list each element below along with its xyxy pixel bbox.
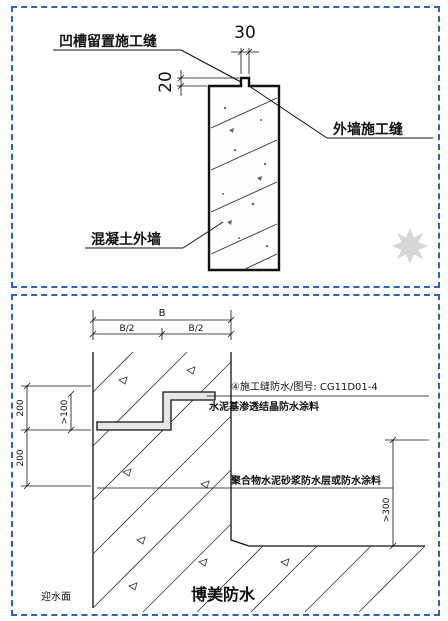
label-reference: ④施工缝防水/图号: CG11D01-4 xyxy=(231,380,378,393)
brand-text: 博美防水 xyxy=(191,585,256,604)
dim-width-text: 30 xyxy=(234,23,256,43)
wall-hatch xyxy=(210,97,278,271)
label-crystalline: 水泥基渗透结晶防水涂料 xyxy=(208,400,319,413)
label-water-face: 迎水面 xyxy=(41,591,71,603)
label-polymer: 聚合物水泥砂浆防水层或防水涂料 xyxy=(230,474,381,487)
dim-left-line xyxy=(21,382,91,490)
groove-joint-diagram: 30 20 凹槽留置施工缝 外墙施工缝 混凝土外墙 xyxy=(53,23,433,272)
label-concrete-wall: 混凝土外墙 xyxy=(91,231,161,248)
groove-depth-dimension xyxy=(177,70,239,96)
dim-depth-text: 20 xyxy=(156,71,176,93)
watermark-logo xyxy=(392,228,428,264)
label-outer-joint: 外墙施工缝 xyxy=(333,121,403,138)
bottom-panel: B B/2 B/2 xyxy=(11,294,440,616)
dim-200-bottom-text: 200 xyxy=(16,449,26,466)
concrete-wall xyxy=(207,76,281,272)
groove-width-dimension xyxy=(231,48,259,74)
leader-outer-joint-diag xyxy=(248,85,328,139)
leader-groove-diag xyxy=(180,49,242,83)
dim-b-line xyxy=(89,310,235,340)
dim-gt300-text: >300 xyxy=(382,497,392,522)
dim-b-half-left: B/2 xyxy=(120,324,135,334)
dim-right-line xyxy=(385,436,429,550)
top-panel: 30 20 凹槽留置施工缝 外墙施工缝 混凝土外墙 xyxy=(11,6,440,288)
aggregate-triangles xyxy=(118,366,290,591)
aggregate-marks xyxy=(222,106,269,248)
dim-200-top-text: 200 xyxy=(16,399,26,416)
dim-gt100-text: >100 xyxy=(60,399,70,424)
step-joint xyxy=(96,391,216,431)
leader-concrete-wall-diag xyxy=(182,221,224,249)
dim-b-text: B xyxy=(159,308,166,319)
step-joint-diagram: B B/2 B/2 xyxy=(16,308,429,613)
wall-section xyxy=(92,352,425,608)
dim-b-half-right: B/2 xyxy=(189,324,204,334)
label-groove-joint: 凹槽留置施工缝 xyxy=(59,33,157,50)
